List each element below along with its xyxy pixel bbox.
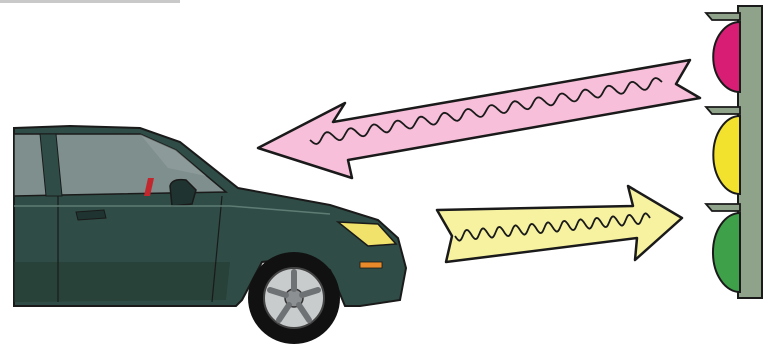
red-lamp: [704, 12, 741, 94]
pink-wave-line: [309, 77, 663, 145]
side-marker: [359, 261, 383, 269]
headlight: [335, 221, 398, 247]
yellow-wave-line: [454, 212, 651, 242]
top-edge-bar: [0, 0, 180, 3]
door-handle: [75, 209, 107, 221]
traffic-light-icon: [704, 5, 763, 299]
outgoing-wave-arrow-icon: [435, 184, 684, 264]
yellow-lamp: [704, 106, 741, 196]
car-icon: [13, 124, 408, 344]
front-wheel: [248, 252, 340, 344]
green-lamp: [704, 203, 741, 294]
incoming-wave-arrow-icon: [256, 58, 702, 180]
side-mirror: [169, 178, 197, 207]
